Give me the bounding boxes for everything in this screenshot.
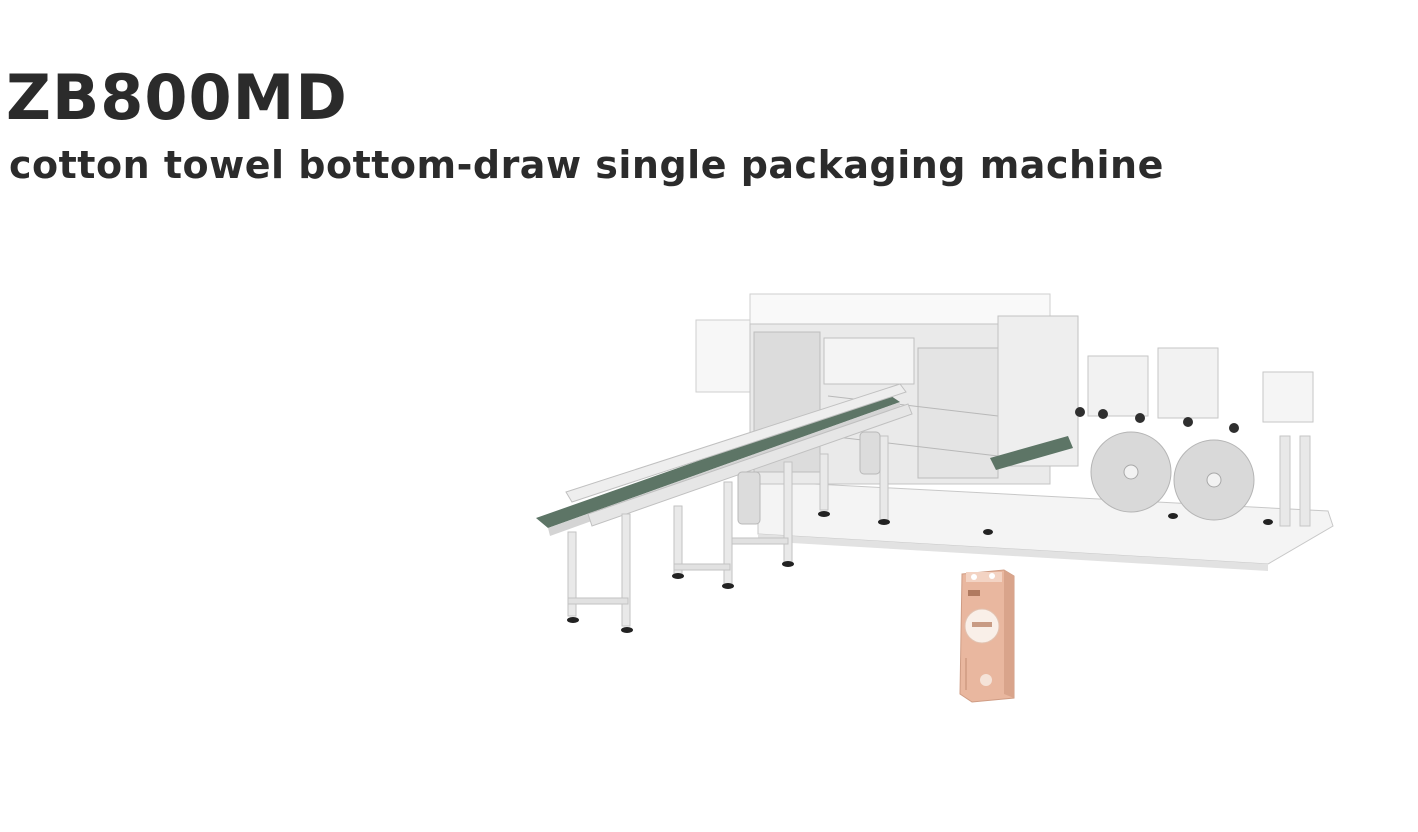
- model-subtitle: cotton towel bottom-draw single packagin…: [9, 143, 1164, 187]
- model-title: ZB800MD: [6, 61, 348, 134]
- packaged-cotton-towel-product: [959, 569, 1015, 703]
- packaging-machine-illustration: [536, 293, 1334, 633]
